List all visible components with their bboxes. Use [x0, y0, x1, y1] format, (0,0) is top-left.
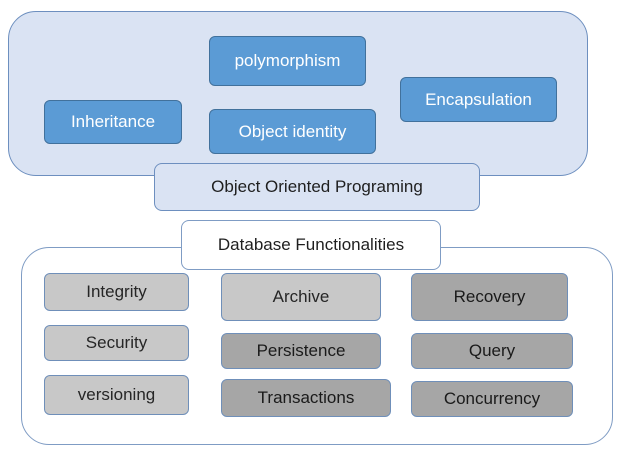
oop-label: Object Oriented Programing: [154, 163, 480, 211]
functionality-archive: Archive: [221, 273, 381, 321]
functionality-recovery: Recovery: [411, 273, 568, 321]
database-label: Database Functionalities: [181, 220, 441, 270]
concept-polymorphism: polymorphism: [209, 36, 366, 86]
functionality-persistence: Persistence: [221, 333, 381, 369]
concept-inheritance: Inheritance: [44, 100, 182, 144]
concept-encapsulation: Encapsulation: [400, 77, 557, 122]
functionality-query: Query: [411, 333, 573, 369]
concept-object-identity: Object identity: [209, 109, 376, 154]
functionality-versioning: versioning: [44, 375, 189, 415]
functionality-integrity: Integrity: [44, 273, 189, 311]
functionality-security: Security: [44, 325, 189, 361]
functionality-concurrency: Concurrency: [411, 381, 573, 417]
functionality-transactions: Transactions: [221, 379, 391, 417]
